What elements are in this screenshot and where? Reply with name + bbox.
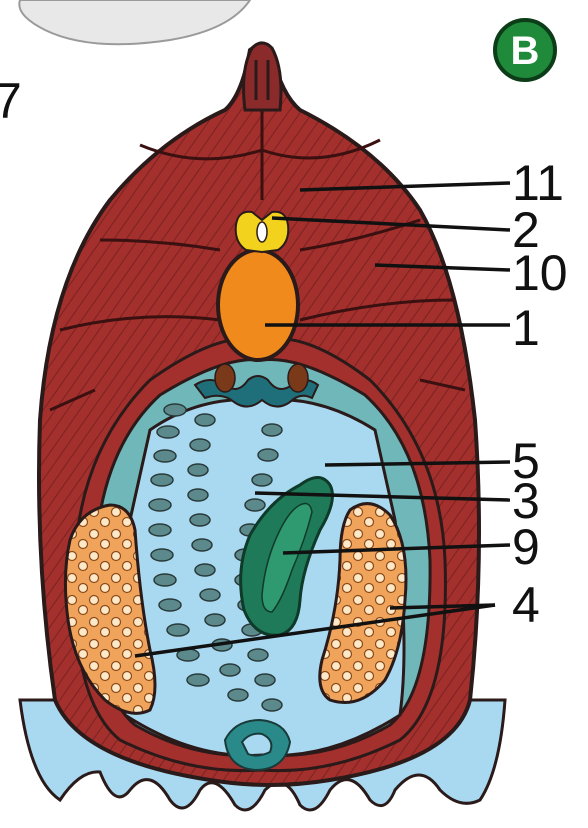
badge-letter: B	[511, 29, 540, 73]
neurocoel	[257, 222, 267, 242]
label-10: 10	[512, 245, 568, 301]
adjacent-section-shape	[19, 0, 250, 44]
labels: 11 2 10 1 5 3 9 4	[512, 155, 568, 633]
dorsal-fin	[244, 43, 281, 110]
label-9: 9	[512, 519, 540, 575]
label-4: 4	[512, 577, 540, 633]
partial-label: 7	[0, 73, 22, 129]
notochord	[218, 250, 298, 360]
dorsal-aorta-right	[288, 364, 308, 392]
label-1: 1	[512, 300, 540, 356]
dorsal-aorta-left	[215, 364, 235, 392]
section-badge: B	[495, 20, 555, 80]
